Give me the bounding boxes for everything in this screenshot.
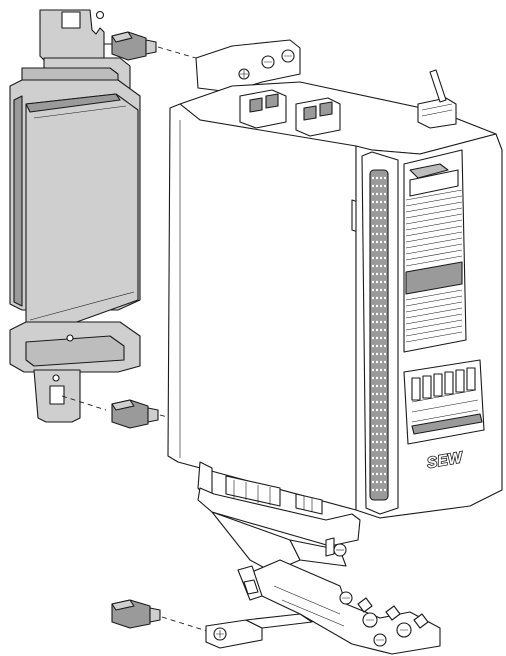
- alignment-line-middle: [61, 395, 107, 411]
- standoff-bolt-middle: [111, 399, 159, 429]
- signal-terminals: [411, 367, 483, 435]
- alignment-line-bottom: [161, 616, 211, 633]
- alignment-line-top: [157, 46, 197, 59]
- front-ribs: [405, 189, 463, 343]
- shield-clamp: [197, 487, 441, 655]
- mounting-plate: [9, 9, 141, 423]
- standoff-bolt-top: [103, 31, 157, 61]
- inverter-housing: SEW: [167, 39, 503, 519]
- standoff-bolt-bottom: [111, 599, 161, 629]
